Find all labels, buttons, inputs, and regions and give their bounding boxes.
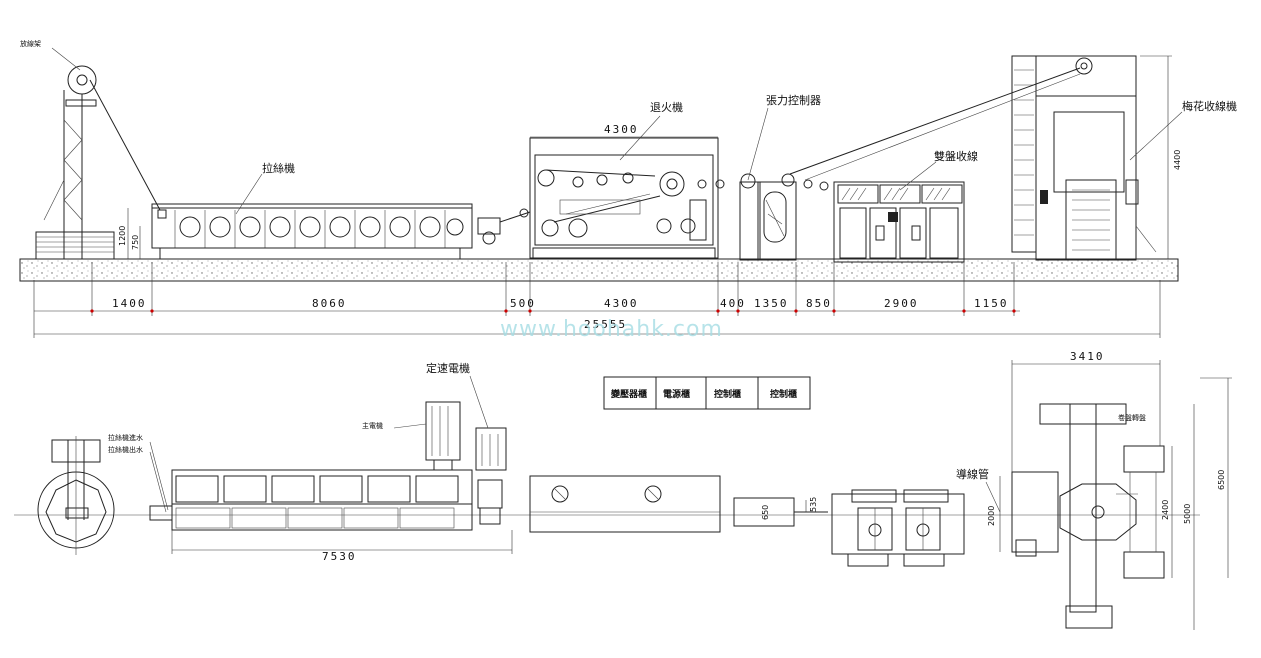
drawing-machine <box>151 203 501 260</box>
pay-off-stand <box>35 65 115 260</box>
dim-v3: 2000 <box>987 506 996 526</box>
label-tension-controller: 張力控制器 <box>766 93 821 107</box>
dim-8060: 8060 <box>312 297 347 310</box>
label-drawing-machine: 拉絲機 <box>262 161 295 175</box>
dim-total: 25555 <box>584 318 627 331</box>
label-main-motor: 主電機 <box>362 421 383 430</box>
cabinet-power: 電源櫃 <box>663 388 690 400</box>
dim-4300: 4300 <box>604 297 639 310</box>
watermark: www.hoohahk.com <box>500 317 723 342</box>
dim-1400: 1400 <box>112 297 147 310</box>
annealer-plan <box>529 475 721 533</box>
cabinet-control-2: 控制櫃 <box>770 388 797 400</box>
floor-slab <box>19 258 1179 282</box>
dim-v6: 6500 <box>1217 470 1226 490</box>
dim-1150: 1150 <box>974 297 1009 310</box>
dim-drawing-h2: 750 <box>131 235 140 250</box>
wire-feed-1 <box>89 79 161 211</box>
cabinet-control-1: 控制櫃 <box>714 388 741 400</box>
label-water-in: 拉絲機進水 <box>108 433 143 442</box>
coiler-plan <box>1011 403 1165 629</box>
dim-annealer-top: 4300 <box>604 123 639 136</box>
dim-500: 500 <box>510 297 536 310</box>
cabinet-transformer: 變壓器櫃 <box>610 388 647 400</box>
dim-v4: 2400 <box>1161 500 1170 520</box>
dim-v1: 650 <box>761 505 770 520</box>
label-water-out: 拉絲機出水 <box>108 445 143 454</box>
dim-plan-width: 3410 <box>1070 350 1105 363</box>
dim-850: 850 <box>806 297 832 310</box>
control-cabinet-row: 變壓器櫃 電源櫃 控制櫃 控制櫃 <box>603 376 811 410</box>
wire-to-coiler <box>789 67 1081 175</box>
dim-coiler-height: 4400 <box>1173 150 1182 170</box>
label-coil-base: 卷盤轉盤 <box>1118 413 1146 422</box>
dim-v2: 535 <box>809 497 818 512</box>
tension-controller-plan <box>733 497 828 527</box>
label-spooler: 雙盤收線 <box>934 149 978 163</box>
label-annealer: 退火機 <box>650 100 683 114</box>
spooler-plan <box>831 489 965 567</box>
drawing-machine-plan <box>149 401 507 531</box>
label-constant-speed-motor: 定速電機 <box>426 361 470 375</box>
pay-off-plan <box>37 436 115 555</box>
label-coiler: 梅花收線機 <box>1182 99 1237 113</box>
dim-v5: 5000 <box>1183 504 1192 524</box>
annealer <box>529 137 725 259</box>
dim-drawing-h1: 1200 <box>118 226 127 246</box>
label-pay-off-stand: 放線架 <box>20 39 41 48</box>
dual-spooler <box>833 181 965 263</box>
coiler-tower <box>1011 55 1157 261</box>
dim-1350: 1350 <box>754 297 789 310</box>
dim-plan-length: 7530 <box>322 550 357 563</box>
dim-400: 400 <box>720 297 746 310</box>
tension-controller <box>739 173 829 261</box>
label-guide-tube: 導線管 <box>956 467 989 481</box>
dim-2900: 2900 <box>884 297 919 310</box>
